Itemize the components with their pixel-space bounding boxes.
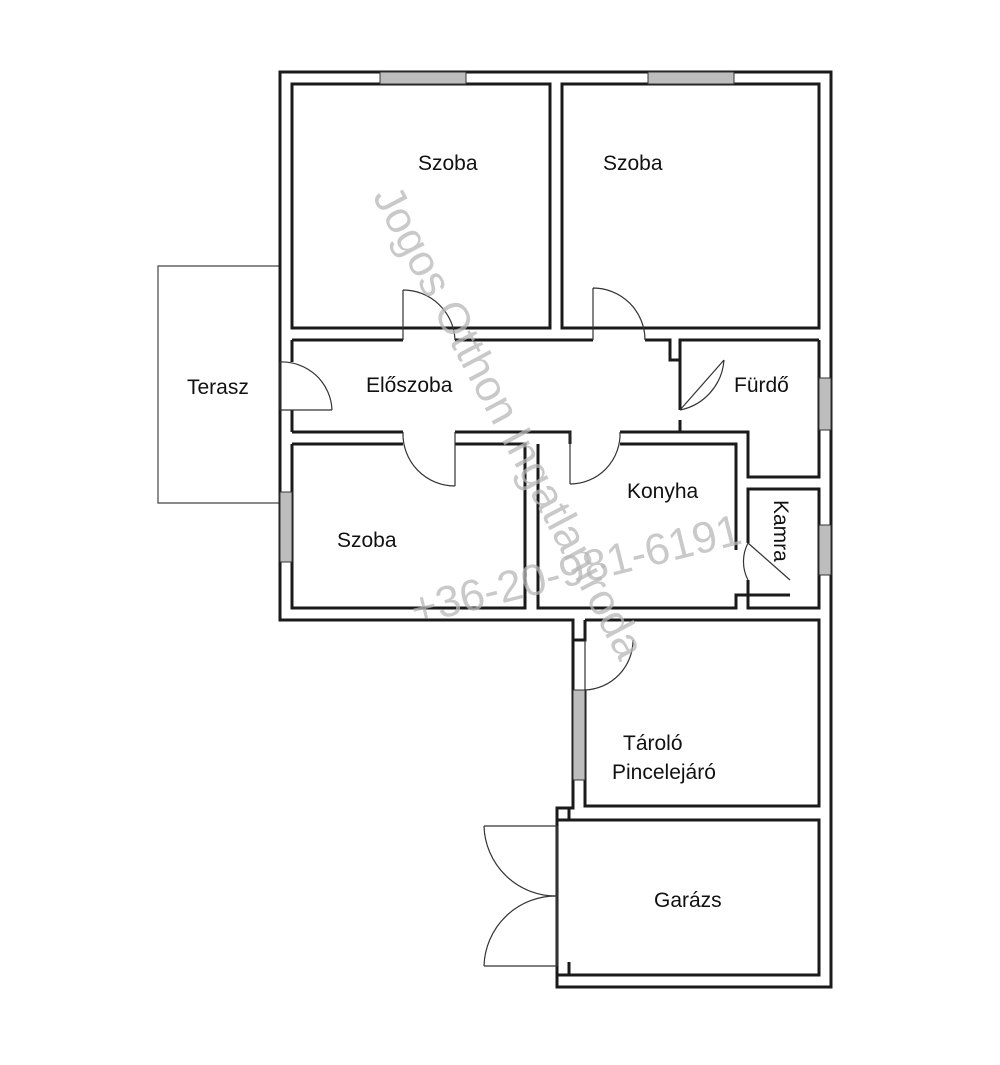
room-label-pincelejaro: Pincelejáró bbox=[612, 761, 716, 784]
garage-door-upper bbox=[483, 825, 558, 897]
room-label-eloszoba: Előszoba bbox=[366, 374, 453, 397]
bathroom-walls-2 bbox=[678, 340, 821, 479]
door-szoba-bottom bbox=[402, 431, 456, 487]
window-szoba-bottom bbox=[279, 491, 293, 563]
door-storage bbox=[584, 639, 634, 691]
room-label-szoba-top-right: Szoba bbox=[603, 152, 663, 175]
room-szoba-top-right-walls bbox=[560, 82, 821, 330]
window-top-right bbox=[647, 71, 735, 85]
window-top-left bbox=[379, 71, 467, 85]
room-label-szoba-bottom: Szoba bbox=[337, 529, 397, 552]
room-label-konyha: Konyha bbox=[627, 480, 699, 503]
garage-step-bottom bbox=[557, 962, 571, 977]
window-pantry bbox=[818, 524, 832, 576]
window-storage bbox=[572, 689, 586, 781]
door-terrace bbox=[279, 361, 333, 411]
door-szoba-top-left bbox=[402, 289, 456, 341]
hallway-wall-top-right bbox=[645, 338, 819, 362]
room-label-garazs: Garázs bbox=[654, 889, 722, 912]
room-label-terasz: Terasz bbox=[187, 376, 249, 399]
pantry-wall bbox=[746, 580, 790, 597]
door-pantry bbox=[742, 542, 791, 581]
door-bathroom bbox=[679, 359, 725, 411]
terrace-outline bbox=[157, 265, 280, 504]
garage-door-lower bbox=[483, 895, 558, 967]
garage-walls bbox=[557, 818, 821, 977]
room-label-tarolo: Tároló bbox=[623, 732, 683, 755]
storage-walls-2 bbox=[571, 620, 587, 642]
room-label-furdo: Fürdő bbox=[734, 374, 789, 397]
kitchen-walls-2 bbox=[620, 442, 738, 550]
room-label-kamra: Kamra bbox=[769, 500, 792, 562]
door-szoba-top-right bbox=[592, 287, 646, 341]
door-kitchen bbox=[569, 431, 621, 485]
window-bathroom bbox=[818, 377, 832, 431]
room-label-szoba-top-left: Szoba bbox=[418, 152, 478, 175]
garage-step bbox=[557, 806, 571, 820]
kitchen-walls bbox=[536, 444, 821, 610]
